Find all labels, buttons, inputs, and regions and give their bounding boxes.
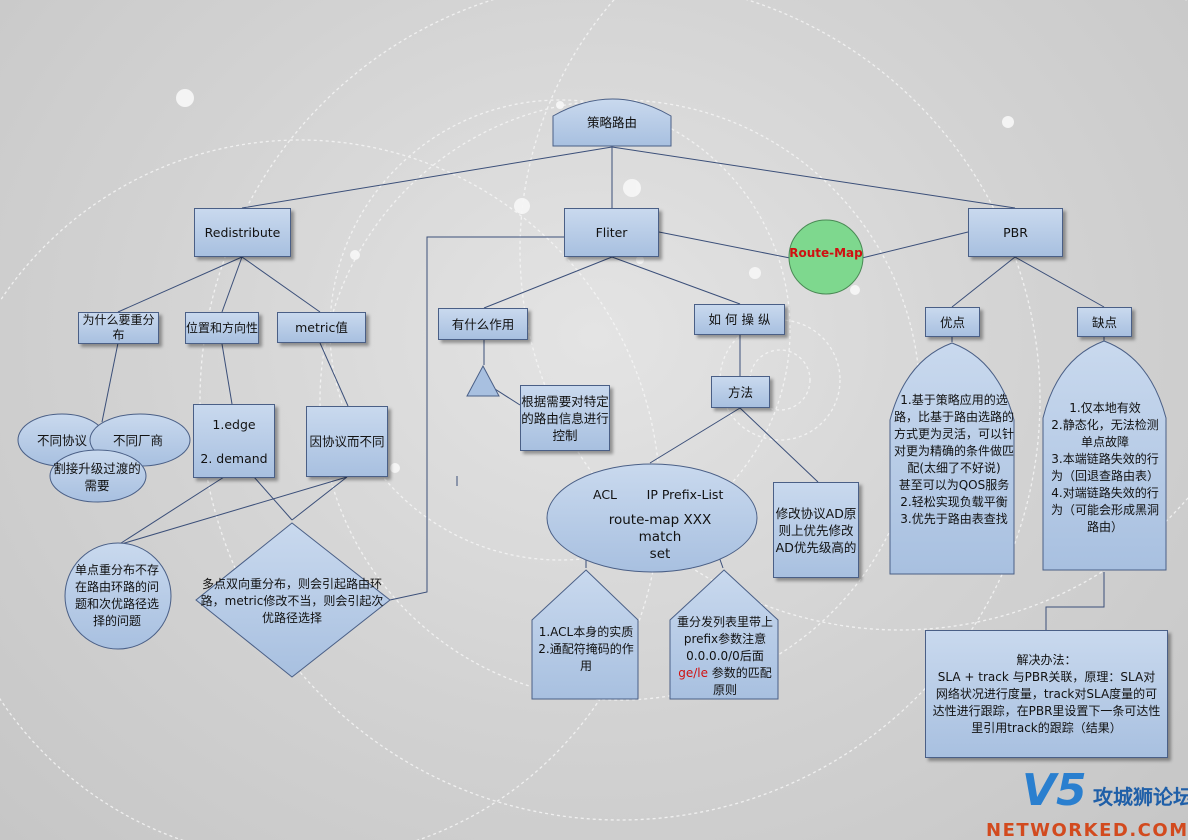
single-point-circle bbox=[64, 542, 172, 650]
position-direction-node[interactable]: 位置和方向性 bbox=[185, 312, 259, 344]
prefix-note-shape bbox=[669, 569, 779, 700]
redistribute-node[interactable]: Redistribute bbox=[194, 208, 291, 257]
acl-note-shape bbox=[531, 569, 639, 700]
site-text: NETWORKED.COM bbox=[986, 820, 1188, 840]
ellipse-acl-label: ACL bbox=[592, 487, 618, 502]
multi-point-diamond bbox=[195, 522, 391, 678]
root-label: 策略路由 bbox=[586, 115, 637, 130]
prefix-note-post: 参数的匹配原则 bbox=[707, 666, 772, 697]
purpose-detail-node[interactable]: 根据需要对特定的路由信息进行控制 bbox=[520, 385, 610, 451]
single-point-text: 单点重分布不存在路由环路的问题和次优路径选择的问题 bbox=[74, 563, 159, 628]
solution-node[interactable]: 解决办法： SLA + track 与PBR关联，原理：SLA对网络状况进行度量… bbox=[925, 630, 1168, 758]
acl-note-text: 1.ACL本身的实质 2.通配符掩码的作用 bbox=[538, 625, 634, 673]
filter-node[interactable]: Fliter bbox=[564, 208, 659, 257]
pros-detail-shape bbox=[889, 342, 1015, 575]
method-node[interactable]: 方法 bbox=[711, 376, 770, 408]
reason-protocol: 不同协议 bbox=[36, 433, 87, 448]
pros-detail-text: 1.基于策略应用的选路，比基于路由选路的方式更为灵活，可以针对更为精确的条件做匹… bbox=[893, 393, 1014, 526]
reasons-ellipses bbox=[17, 413, 191, 503]
edge-demand-node[interactable]: 1.edge 2. demand bbox=[193, 404, 275, 478]
ad-note-node[interactable]: 修改协议AD原则上优先修改AD优先级高的 bbox=[773, 482, 859, 578]
prefix-note-red: ge/le bbox=[678, 666, 708, 680]
ellipse-route-map-text: route-map XXX match set bbox=[608, 512, 712, 562]
root-node[interactable] bbox=[550, 96, 676, 150]
triangle-marker bbox=[466, 364, 500, 397]
pbr-node[interactable]: PBR bbox=[968, 208, 1063, 257]
how-node[interactable]: 如 何 操 纵 bbox=[694, 304, 785, 335]
brand-text: 攻城狮论坛 bbox=[1093, 785, 1188, 809]
ellipse-prefix-label: IP Prefix-List bbox=[646, 487, 724, 502]
method-ellipse bbox=[546, 463, 758, 573]
prefix-note-text: 重分发列表里带上prefix参数注意0.0.0.0/0后面 ge/le 参数的匹配… bbox=[675, 614, 775, 699]
cons-node[interactable]: 缺点 bbox=[1077, 307, 1132, 337]
reason-migration: 割接升级过渡的需要 bbox=[53, 461, 141, 493]
v5-mark: V5 bbox=[1022, 765, 1087, 816]
multi-point-text: 多点双向重分布，则会引起路由环路，metric修改不当，则会引起次优路径选择 bbox=[200, 577, 384, 625]
why-redistribute-node[interactable]: 为什么要重分布 bbox=[78, 312, 159, 344]
pros-node[interactable]: 优点 bbox=[925, 307, 980, 337]
reason-vendor: 不同厂商 bbox=[112, 433, 163, 448]
prefix-note-pre: 重分发列表里带上prefix参数注意0.0.0.0/0后面 bbox=[676, 615, 773, 663]
route-map-circle[interactable] bbox=[787, 218, 865, 296]
metric-node[interactable]: metric值 bbox=[277, 312, 366, 343]
route-map-label: Route-Map bbox=[789, 246, 863, 260]
metric-detail-node[interactable]: 因协议而不同 bbox=[306, 406, 388, 477]
cons-detail-text: 1.仅本地有效 2.静态化，无法检测单点故障 3.本端链路失效的行为（回退查路由… bbox=[1050, 401, 1159, 534]
watermark-logo: V5 攻城狮论坛 NETWORKED.COM bbox=[986, 765, 1188, 840]
purpose-node[interactable]: 有什么作用 bbox=[438, 308, 528, 340]
cons-detail-shape bbox=[1042, 340, 1167, 571]
